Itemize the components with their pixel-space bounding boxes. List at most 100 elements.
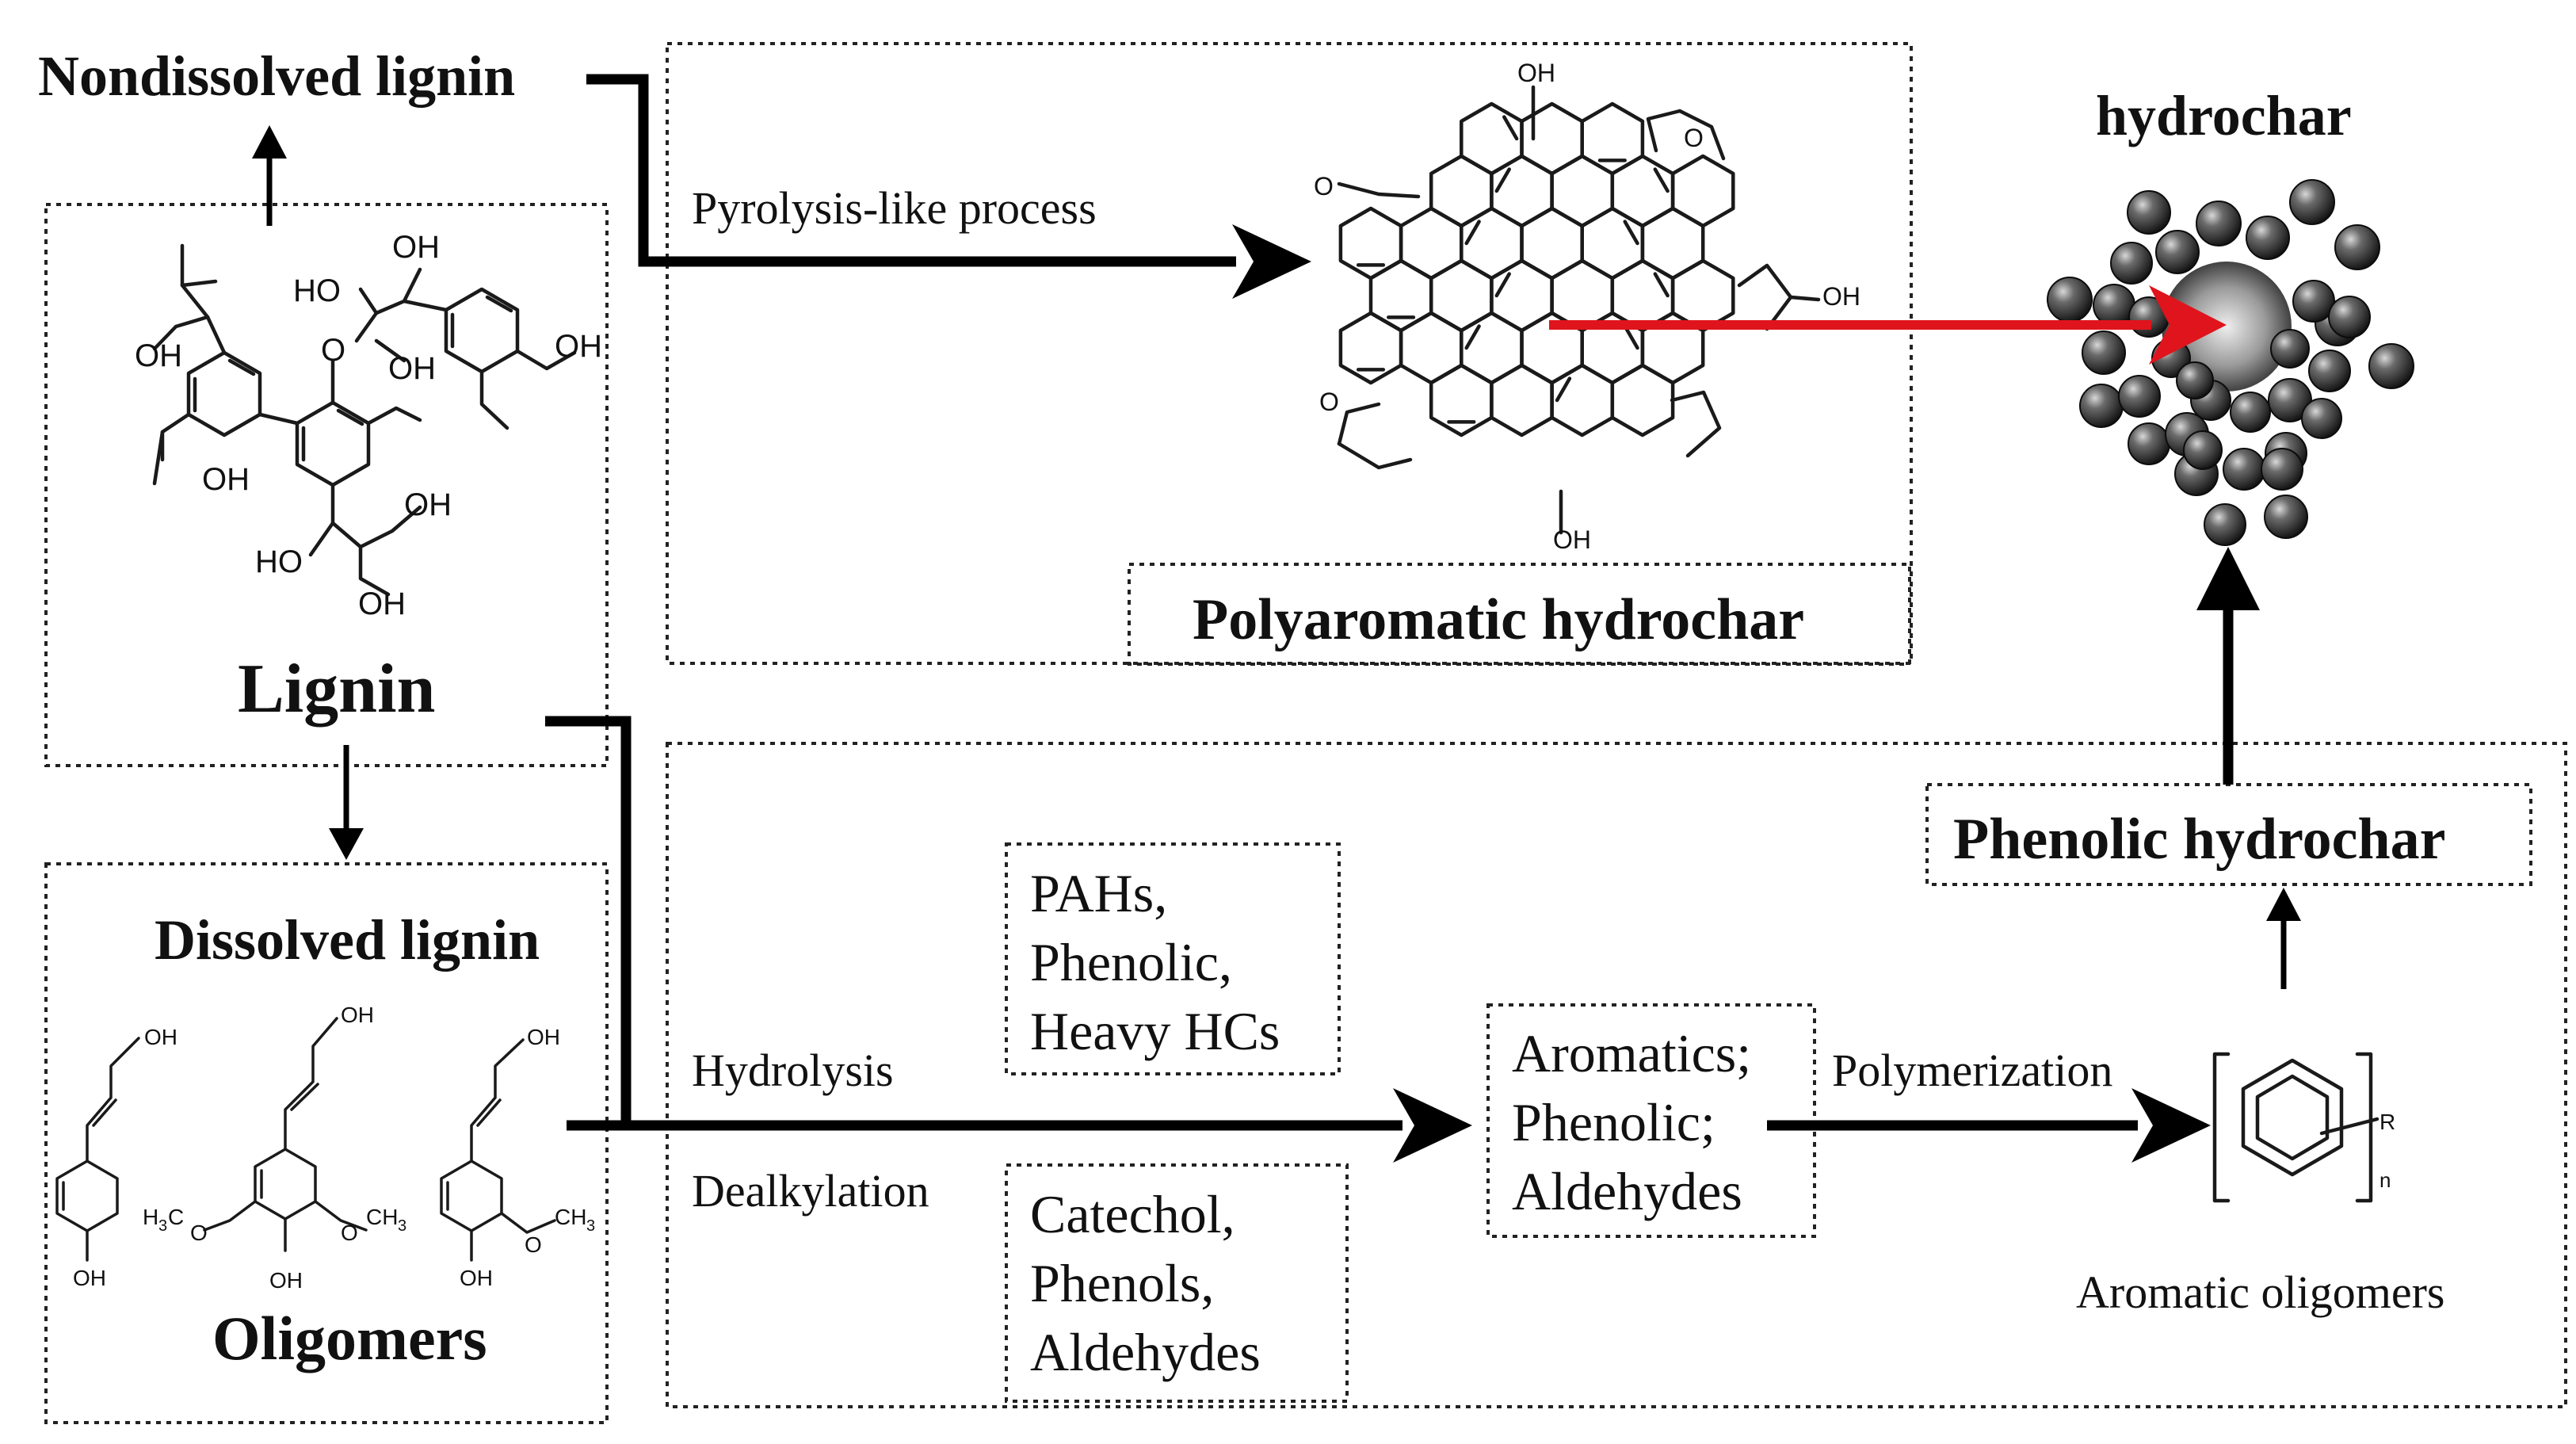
oligomer-n: n: [2379, 1168, 2391, 1192]
poly-double-bond: [1494, 272, 1511, 298]
poly-substituent: [1677, 109, 1726, 161]
poly-ring: [1338, 311, 1403, 385]
arrowhead-hydrolysis: [1393, 1088, 1472, 1163]
lignin-structure: OH OH HO OH O OH OH OH HO OH: [135, 230, 602, 621]
mono2-o-right: O: [341, 1221, 358, 1245]
hydrochar-particle: [2334, 224, 2380, 270]
monolignol-structures: OH OH OH OH H 3 C O O CH 3 OH OH O CH 3: [55, 1003, 595, 1293]
arrow-pyrolysis: [586, 74, 1236, 267]
lignin-label: Lignin: [238, 651, 435, 728]
hydrochar-particle: [2082, 330, 2126, 375]
mono3-ch3-sub: 3: [586, 1217, 595, 1235]
aromatic-oligomers-label: Aromatic oligomers: [2076, 1266, 2445, 1318]
arrow-lignin-hydrolysis: [545, 716, 632, 1125]
lignin-oh-1: OH: [135, 338, 182, 373]
poly-oh-right: OH: [1822, 282, 1860, 311]
poly-double-bond: [1623, 324, 1639, 350]
poly-double-bond: [1653, 167, 1670, 193]
poly-o-furan-top: O: [1684, 124, 1704, 152]
polyaromatic-hydrochar-label: Polyaromatic hydrochar: [1193, 587, 1804, 652]
mono2-ch3-ch: CH: [366, 1205, 398, 1229]
arrowhead-to-phenolic: [2266, 888, 2301, 921]
nondissolved-lignin-label: Nondissolved lignin: [38, 44, 515, 108]
mono2-h3c-sub: 3: [158, 1217, 167, 1235]
catechol-line-1: Catechol,: [1030, 1184, 1235, 1244]
mono2-oh-top: OH: [341, 1003, 374, 1027]
arrowhead-to-dissolved: [329, 828, 364, 860]
poly-o-methoxy: O: [1314, 172, 1334, 201]
arrowhead-to-hydrochar: [2196, 547, 2260, 610]
poly-substituent: [1337, 402, 1381, 446]
poly-ring: [1550, 363, 1615, 437]
poly-oh-top: OH: [1517, 59, 1555, 87]
dissolved-lignin-label: Dissolved lignin: [155, 908, 540, 972]
mono3-oh-bottom: OH: [460, 1266, 493, 1290]
pahs-line-1: PAHs,: [1030, 863, 1167, 923]
lignin-oh-3: OH: [392, 230, 440, 265]
hydrochar-particle: [2270, 329, 2310, 369]
oligomer-r: R: [2379, 1110, 2395, 1134]
hydrochar-particle: [2128, 422, 2170, 465]
hydrochar-particle: [2204, 503, 2246, 546]
arrowhead-polymerization: [2131, 1088, 2211, 1163]
mono3-oh-top: OH: [527, 1025, 560, 1049]
pahs-line-3: Heavy HCs: [1030, 1001, 1280, 1061]
polyaromatic-structure: [1337, 85, 1821, 535]
poly-double-bond: [1464, 324, 1481, 350]
hydrochar-particle: [2127, 190, 2171, 235]
mono1-oh-bottom: OH: [73, 1266, 106, 1290]
hydrochar-particle: [2264, 495, 2308, 539]
mono2-oh-bottom: OH: [269, 1268, 303, 1293]
mono1-oh-top: OH: [144, 1025, 177, 1049]
lignin-oh-2: OH: [202, 462, 250, 497]
hydrochar-particle: [2289, 179, 2335, 225]
polyaromatic-hydrochar-label-box: [1128, 563, 1911, 666]
hydrochar-particle: [2368, 343, 2414, 389]
hydrolysis-label: Hydrolysis: [692, 1045, 894, 1096]
oligomers-label: Oligomers: [212, 1304, 487, 1373]
phenolic-hydrochar-label: Phenolic hydrochar: [1953, 807, 2445, 872]
lignin-oh-7: OH: [358, 586, 406, 621]
lignin-oh-4: OH: [388, 351, 436, 386]
pyrolysis-label: Pyrolysis-like process: [692, 182, 1097, 234]
arrowhead-to-nondissolved: [252, 125, 287, 159]
hydrochar-particle: [2079, 384, 2124, 428]
hydrochar-particle: [2230, 392, 2271, 433]
aromatics-box: [1486, 1003, 1816, 1238]
poly-substituent: [1765, 295, 1821, 331]
hydrochar-particle: [2176, 361, 2214, 399]
poly-ring: [1429, 363, 1494, 437]
poly-substituent: [1337, 181, 1421, 199]
poly-o-furan-left: O: [1319, 388, 1339, 416]
hydrochar-particle: [2292, 280, 2335, 323]
hydrochar-particle: [2118, 375, 2161, 418]
lignin-oh-5: OH: [555, 329, 602, 364]
hydrochar-particle: [2246, 216, 2290, 260]
hydrochar-particle: [2110, 242, 2153, 285]
hydrochar-particle: [2261, 448, 2303, 491]
catechol-line-2: Phenols,: [1030, 1253, 1214, 1313]
lignin-ho-1: HO: [293, 273, 341, 308]
poly-double-bond: [1623, 220, 1639, 246]
poly-substituent: [1670, 390, 1722, 458]
mono2-h3c-h: H: [143, 1205, 158, 1229]
hydrochar-particle: [2155, 230, 2200, 274]
lignin-o-1: O: [321, 333, 345, 368]
red-arrowhead: [2149, 285, 2227, 365]
mono2-h3c-c: C: [168, 1205, 184, 1229]
aromatic-oligomer-structure: R n: [2212, 1052, 2395, 1203]
lignin-ho-2: HO: [255, 544, 303, 579]
hydrochar-particle: [2268, 378, 2312, 422]
pyrolysis-box: [666, 42, 1913, 665]
poly-ring: [1490, 363, 1554, 437]
hydrochar-particle: [2047, 277, 2093, 323]
hydrochar-particle: [2196, 201, 2242, 246]
poly-double-bond: [1464, 220, 1481, 246]
poly-ring: [1610, 363, 1675, 437]
hydrochar-particle: [2328, 296, 2371, 338]
hydrochar-particle: [2223, 448, 2265, 491]
hydrochar-core: [2162, 262, 2292, 392]
poly-double-bond: [1555, 376, 1572, 403]
